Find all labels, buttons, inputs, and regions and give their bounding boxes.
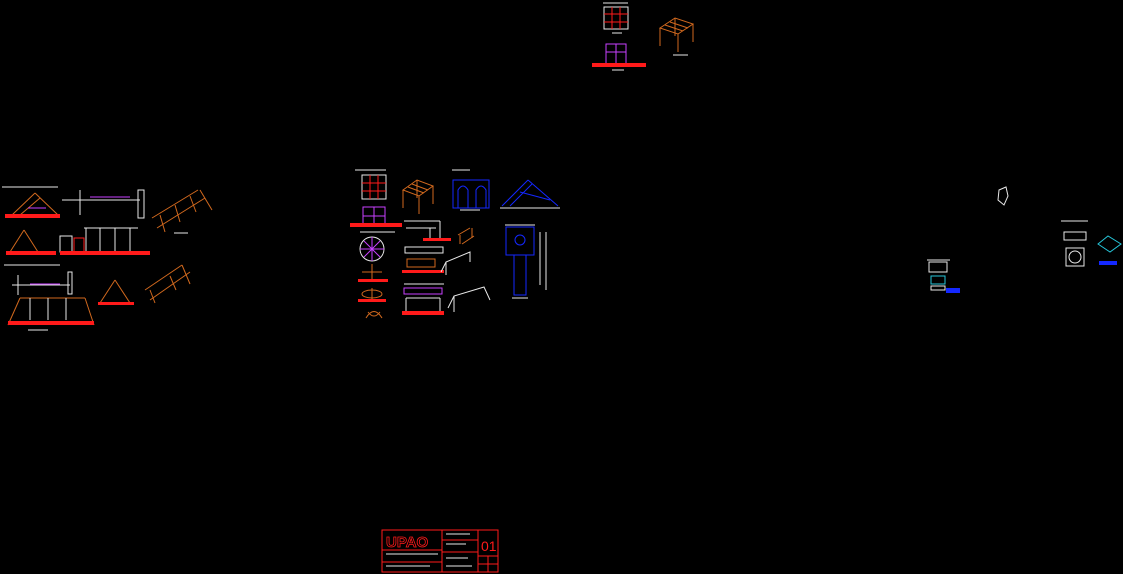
center-detail-group bbox=[350, 169, 560, 319]
top-frame-plan bbox=[603, 6, 629, 30]
slide-profile-blue bbox=[501, 179, 559, 207]
swing-side-elevation bbox=[62, 189, 145, 219]
title-block: UPAO 01 bbox=[381, 529, 499, 573]
ground-bar-4 bbox=[98, 302, 134, 305]
carousel-elevation bbox=[362, 264, 382, 280]
bench-perspective bbox=[457, 227, 475, 245]
pergola-3d-center bbox=[401, 179, 435, 214]
ground-bar-5 bbox=[8, 321, 94, 325]
swing-perspective-1 bbox=[151, 189, 213, 233]
slide-elevation-blue bbox=[452, 179, 490, 209]
ground-bar-1 bbox=[5, 214, 60, 218]
spring-rider bbox=[365, 311, 383, 319]
title-block-logo: UPAO bbox=[386, 534, 429, 551]
seesaw-small bbox=[361, 288, 383, 300]
ground-bar-3 bbox=[60, 251, 150, 255]
bar-perspective-2 bbox=[447, 286, 491, 312]
ground-bar-2 bbox=[6, 251, 56, 255]
swing-a-frame-1 bbox=[11, 192, 59, 216]
swing-a-frame-3 bbox=[99, 279, 131, 304]
bench-elevation-2 bbox=[403, 287, 443, 312]
right-far-detail bbox=[1061, 220, 1122, 267]
left-swing-group bbox=[2, 186, 213, 331]
swing-beam-elevation bbox=[12, 271, 73, 295]
carousel-plan bbox=[359, 236, 385, 262]
bar-perspective-1 bbox=[440, 251, 471, 275]
swing-long-elevation bbox=[7, 297, 95, 326]
wall-section-blue bbox=[505, 226, 535, 296]
top-pergola-3d bbox=[658, 17, 695, 52]
right-small-figure bbox=[997, 186, 1009, 206]
sheet-number: 01 bbox=[481, 538, 497, 554]
right-detail-group bbox=[927, 186, 1122, 293]
bench-elevation-1 bbox=[404, 220, 441, 240]
pergola-plan bbox=[361, 174, 387, 200]
swing-perspective-2 bbox=[144, 264, 191, 304]
right-mid-detail bbox=[927, 259, 960, 293]
top-detail-group bbox=[592, 2, 695, 71]
swing-front-elevation bbox=[59, 227, 138, 253]
swing-a-frame-2 bbox=[9, 229, 39, 253]
bench-plan bbox=[404, 246, 444, 268]
pergola-ground-bar bbox=[350, 223, 402, 227]
title-block-frame bbox=[381, 529, 499, 573]
top-ground-bar bbox=[592, 63, 646, 67]
